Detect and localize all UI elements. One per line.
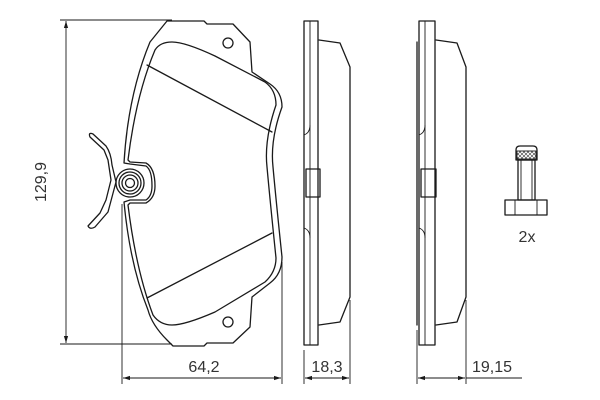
pad-side-view-2 — [416, 20, 467, 346]
thickness-label-2: 19,15 — [472, 359, 512, 376]
thickness-label-1: 18,3 — [311, 359, 342, 376]
spring-clip — [87, 132, 117, 229]
backing-plate-outline — [123, 20, 283, 347]
width-label: 64,2 — [188, 359, 219, 376]
thickness-dimension-1: 18,3 — [303, 300, 351, 384]
pad-side-view-1 — [303, 20, 351, 346]
height-label: 129,9 — [33, 162, 50, 202]
quantity-label: 2x — [519, 229, 536, 246]
wear-line-top — [146, 64, 273, 133]
pad-front-view — [87, 20, 283, 347]
bolt-icon — [504, 145, 548, 216]
thickness-dimension-2: 19,15 — [416, 300, 522, 384]
width-dimension: 64,2 — [121, 204, 283, 384]
mounting-hole-bottom — [222, 316, 234, 328]
mounting-hole-top — [222, 37, 234, 49]
friction-material-outline — [127, 41, 277, 326]
sensor-screw-icon — [115, 168, 145, 198]
height-dimension: 129,9 — [33, 19, 172, 345]
wear-line-bottom — [146, 232, 273, 299]
